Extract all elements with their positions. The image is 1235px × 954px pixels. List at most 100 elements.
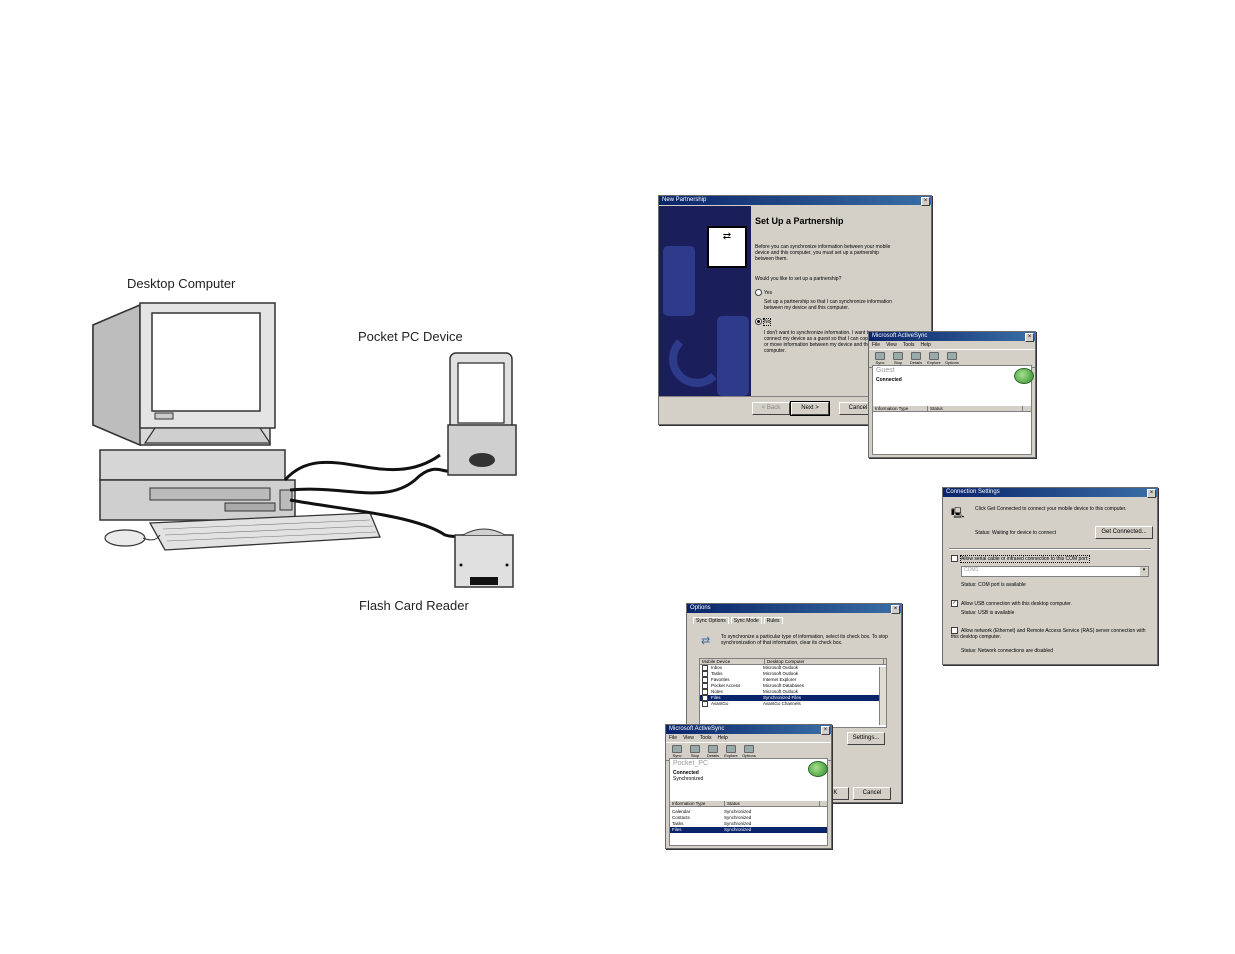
menu-file[interactable]: File xyxy=(872,342,881,348)
options-tabs: Sync Options Sync Mode Rules xyxy=(693,617,783,624)
tab-sync-mode[interactable]: Sync Mode xyxy=(730,617,762,624)
menu-help[interactable]: Help xyxy=(920,342,931,348)
options-icon xyxy=(947,352,957,360)
col-desktop-computer[interactable]: Desktop Computer xyxy=(765,659,884,664)
stop-button[interactable]: Stop xyxy=(891,352,905,365)
sync-icon xyxy=(672,745,682,753)
options-titlebar: Options xyxy=(687,604,901,613)
row-device: Pocket Access xyxy=(711,683,741,688)
get-connected-button[interactable]: Get Connected... xyxy=(1095,526,1153,539)
close-icon[interactable]: × xyxy=(891,605,900,614)
explore-icon xyxy=(929,352,939,360)
stop-icon xyxy=(893,352,903,360)
sync-icon xyxy=(875,352,885,360)
details-button[interactable]: Details xyxy=(909,352,923,365)
row-type: Contacts xyxy=(672,815,690,820)
close-icon[interactable]: × xyxy=(1147,489,1156,498)
close-icon[interactable]: × xyxy=(1025,333,1034,342)
network-checkbox[interactable]: Allow network (Ethernet) and Remote Acce… xyxy=(951,627,1151,640)
activesync-guest-titlebar: Microsoft ActiveSync xyxy=(869,332,1035,341)
row-desktop: Microsoft Databases xyxy=(763,683,805,688)
row-status: Synchronized xyxy=(724,815,752,820)
row-desktop: Microsoft Outlook xyxy=(763,689,799,694)
options-cancel-button[interactable]: Cancel xyxy=(853,787,891,800)
card-reader-illustration xyxy=(454,528,514,588)
col-status[interactable]: Status xyxy=(725,801,820,806)
col-info-type[interactable]: Information Type xyxy=(670,801,725,806)
connection-settings-window: Connection Settings × 🖳 Click Get Connec… xyxy=(942,487,1158,665)
sync-types-header: Mobile Device Desktop Computer xyxy=(700,659,886,665)
activesync-guest-window: Microsoft ActiveSync × File View Tools H… xyxy=(868,331,1036,458)
close-icon[interactable]: × xyxy=(921,197,930,206)
options-button[interactable]: Options xyxy=(945,352,959,365)
menu-help[interactable]: Help xyxy=(717,735,728,741)
sync-button[interactable]: Sync xyxy=(670,745,684,758)
table-row[interactable]: Contacts Synchronized xyxy=(670,815,827,821)
activesync-pocketpc-titlebar: Microsoft ActiveSync xyxy=(666,725,831,734)
activesync-pocketpc-toolbar: Sync Stop Details Explore Options xyxy=(666,742,831,761)
details-label: Details xyxy=(706,753,720,758)
sync-button[interactable]: Sync xyxy=(873,352,887,365)
list-scrollbar[interactable] xyxy=(879,667,886,725)
options-sync-icon: ⇄ xyxy=(701,635,711,647)
no-radio[interactable]: No xyxy=(755,317,772,326)
activesync-guest-menubar: File View Tools Help xyxy=(869,341,1035,349)
serial-checkbox[interactable]: Allow serial cable or infrared connectio… xyxy=(951,554,1090,563)
pocketpc-illustration xyxy=(447,352,517,476)
row-type: Calendar xyxy=(672,809,691,814)
stop-icon xyxy=(690,745,700,753)
device-art-icon xyxy=(663,246,695,316)
col-info-type[interactable]: Information Type xyxy=(873,406,928,411)
waiting-status: Status: Waiting for device to connect xyxy=(975,530,1056,536)
computer-base-illustration xyxy=(99,449,296,521)
yes-radio[interactable]: Yes xyxy=(755,289,772,296)
explore-icon xyxy=(726,745,736,753)
col-mobile-device[interactable]: Mobile Device xyxy=(700,659,765,664)
yes-radio-label: Yes xyxy=(764,289,773,296)
row-desktop: Synchronized Files xyxy=(763,695,802,700)
options-button[interactable]: Options xyxy=(742,745,756,758)
wizard-intro: Before you can synchronize information b… xyxy=(755,244,891,262)
details-button[interactable]: Details xyxy=(706,745,720,758)
list-item[interactable]: Pocket Access Microsoft Databases xyxy=(700,683,886,689)
back-button[interactable]: < Back xyxy=(752,402,790,415)
menu-file[interactable]: File xyxy=(669,735,678,741)
close-icon[interactable]: × xyxy=(821,726,830,735)
new-partnership-titlebar: New Partnership xyxy=(659,196,931,205)
col-status[interactable]: Status xyxy=(928,406,1023,411)
menu-view[interactable]: View xyxy=(886,342,897,348)
row-device: Notes xyxy=(711,689,723,694)
settings-button[interactable]: Settings... xyxy=(847,732,885,745)
connection-status: Connected xyxy=(876,377,902,383)
keyboard-illustration xyxy=(104,512,381,551)
menu-tools[interactable]: Tools xyxy=(902,342,915,348)
row-status: Synchronized xyxy=(724,827,752,832)
menu-view[interactable]: View xyxy=(683,735,694,741)
sync-globe-icon xyxy=(1014,368,1034,384)
next-button[interactable]: Next > xyxy=(790,401,830,416)
explore-button[interactable]: Explore xyxy=(927,352,941,365)
arrow-art-icon xyxy=(669,331,725,387)
new-partnership-window: New Partnership × ⇄ Set Up a Partnership… xyxy=(658,195,932,425)
usb-checkbox[interactable]: ✓Allow USB connection with this desktop … xyxy=(951,600,1072,607)
tab-rules[interactable]: Rules xyxy=(763,617,783,624)
stop-button[interactable]: Stop xyxy=(688,745,702,758)
explore-button[interactable]: Explore xyxy=(724,745,738,758)
options-label: Options xyxy=(945,360,959,365)
list-item[interactable]: Notes Microsoft Outlook xyxy=(700,689,886,695)
options-label: Options xyxy=(742,753,756,758)
com-port-select[interactable]: COM1▾ xyxy=(961,566,1149,577)
menu-tools[interactable]: Tools xyxy=(699,735,712,741)
wizard-art-panel: ⇄ xyxy=(659,206,751,396)
explore-label: Explore xyxy=(724,753,738,758)
tab-sync-options[interactable]: Sync Options xyxy=(693,617,729,624)
